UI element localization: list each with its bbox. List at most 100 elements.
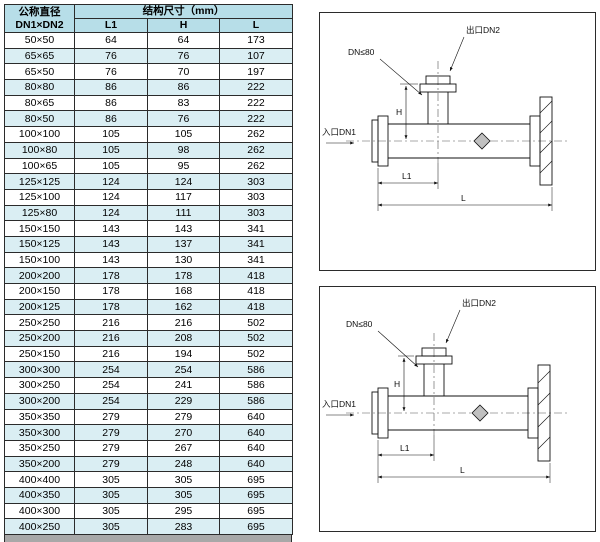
dn-note-annotation: DN≤80	[346, 319, 419, 368]
cell-l1: 124	[74, 204, 148, 222]
cell-l: 502	[219, 345, 293, 363]
cell-h: 178	[147, 267, 220, 284]
cell-h: 283	[147, 518, 220, 535]
cell-h: 76	[147, 110, 220, 128]
cell-h: 279	[147, 408, 220, 426]
cell-h: 76	[147, 47, 220, 65]
cell-dn: 100×100	[4, 126, 75, 143]
cell-l: 695	[219, 471, 293, 488]
cell-dn: 350×250	[4, 439, 75, 457]
cell-dn: 65×65	[4, 47, 75, 65]
cell-l1: 86	[74, 79, 148, 96]
inlet-label: 入口DN1	[322, 127, 356, 137]
cell-l: 586	[219, 377, 293, 394]
cell-l1: 105	[74, 157, 148, 175]
dim-h-label: H	[396, 107, 402, 117]
outlet-annotation: 出口DN2	[449, 25, 500, 72]
header-diameter-sub: DN1×DN2	[15, 18, 64, 31]
cell-l1: 305	[74, 518, 148, 535]
cell-l1: 178	[74, 283, 148, 300]
dn-note-label: DN≤80	[348, 47, 375, 57]
cell-dn: 400×350	[4, 486, 75, 504]
dn-note-annotation: DN≤80	[348, 47, 423, 96]
cell-h: 248	[147, 455, 220, 473]
left-flange	[371, 115, 389, 167]
header-diameter-title: 公称直径	[18, 6, 61, 19]
cell-h: 95	[147, 157, 220, 175]
cell-dn: 300×200	[4, 392, 75, 410]
cell-dn: 400×250	[4, 518, 75, 535]
branch-outlet	[419, 75, 457, 124]
cell-l1: 105	[74, 126, 148, 143]
cell-l: 502	[219, 314, 293, 332]
cell-l1: 178	[74, 298, 148, 316]
left-flange	[371, 387, 389, 439]
cell-l1: 279	[74, 424, 148, 441]
cell-h: 130	[147, 251, 220, 269]
cell-l1: 254	[74, 392, 148, 410]
outlet-label: 出口DN2	[466, 25, 500, 35]
cell-l: 640	[219, 455, 293, 473]
cell-l: 341	[219, 251, 293, 269]
cell-l: 262	[219, 157, 293, 175]
dimension-l: L	[377, 461, 551, 483]
casting-mark-diamond	[471, 404, 489, 422]
cell-h: 208	[147, 330, 220, 347]
cell-l: 341	[219, 235, 293, 253]
cell-h: 270	[147, 424, 220, 441]
cell-dn: 150×125	[4, 235, 75, 253]
cell-l: 222	[219, 110, 293, 128]
cell-h: 305	[147, 471, 220, 488]
cell-l1: 178	[74, 267, 148, 284]
cell-dn: 200×200	[4, 267, 75, 284]
centerlines	[346, 333, 570, 435]
cell-l: 262	[219, 141, 293, 159]
cell-l: 222	[219, 94, 293, 112]
cell-dn: 350×300	[4, 424, 75, 441]
header-col-l1: L1	[74, 18, 148, 33]
cell-h: 70	[147, 63, 220, 81]
cell-l1: 76	[74, 47, 148, 65]
cell-dn: 250×250	[4, 314, 75, 332]
cell-dn: 125×80	[4, 204, 75, 222]
cell-h: 86	[147, 79, 220, 96]
dim-l-label: L	[461, 193, 466, 203]
cell-l1: 254	[74, 361, 148, 379]
cell-dn: 200×150	[4, 283, 75, 300]
header-col-h: H	[147, 18, 220, 33]
cell-l: 418	[219, 283, 293, 300]
header-row-1: 公称直径 DN1×DN2 结构尺寸（mm）	[4, 4, 293, 33]
dim-h-label: H	[394, 379, 400, 389]
cell-l: 695	[219, 486, 293, 504]
dimension-l1: L1	[377, 163, 439, 189]
cell-h: 124	[147, 173, 220, 190]
figure-top: 入口DN1 出口DN2 DN≤80 H L1	[319, 12, 596, 271]
casting-mark-diamond	[473, 132, 491, 150]
cell-l: 640	[219, 424, 293, 441]
cell-dn: 350×350	[4, 408, 75, 426]
inlet-annotation: 入口DN1	[322, 399, 356, 417]
header-dims-group: 结构尺寸（mm）	[74, 4, 293, 19]
cell-dn: 100×65	[4, 157, 75, 175]
dimension-h: H	[394, 355, 414, 411]
mounting-plate	[537, 364, 551, 462]
cell-dn: 250×150	[4, 345, 75, 363]
cell-l: 173	[219, 32, 293, 49]
